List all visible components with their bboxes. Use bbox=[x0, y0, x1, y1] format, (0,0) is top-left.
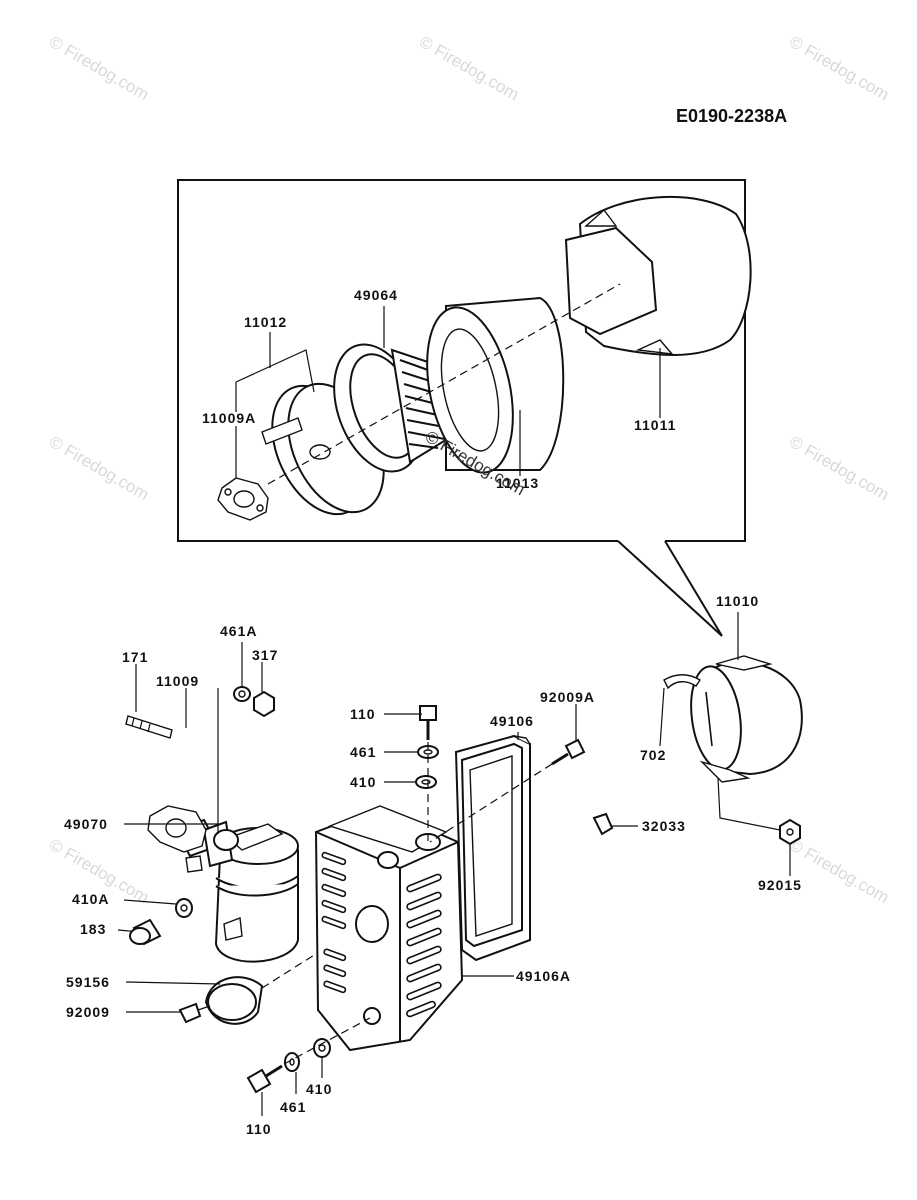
washer-461A bbox=[233, 686, 251, 702]
part-label-171: 171 bbox=[122, 649, 148, 665]
part-label-11012: 11012 bbox=[244, 314, 287, 330]
bolt-92009A bbox=[551, 738, 586, 766]
part-label-317: 317 bbox=[252, 647, 278, 663]
gasket-11009A bbox=[217, 477, 269, 521]
bolt-110-bottom bbox=[246, 1064, 283, 1094]
cover-vent-slots-right bbox=[406, 873, 442, 1018]
screw-92009 bbox=[178, 1002, 211, 1024]
watermark: © Firedog.com bbox=[786, 835, 892, 907]
part-label-110-top: 110 bbox=[350, 706, 376, 722]
part-label-702: 702 bbox=[640, 747, 666, 763]
air-cleaner-cover-11011 bbox=[564, 195, 752, 356]
part-label-110-bottom: 110 bbox=[246, 1121, 272, 1137]
part-label-461-top: 461 bbox=[350, 744, 376, 760]
part-label-92009A: 92009A bbox=[540, 689, 595, 705]
part-label-461A: 461A bbox=[220, 623, 257, 639]
part-label-49106A: 49106A bbox=[516, 968, 571, 984]
part-label-59156: 59156 bbox=[66, 974, 110, 990]
part-label-11009A: 11009A bbox=[202, 410, 256, 426]
washer-410-top bbox=[415, 775, 437, 789]
heat-shield-49106 bbox=[454, 734, 531, 962]
part-label-32033: 32033 bbox=[642, 818, 686, 834]
part-label-461-bottom: 461 bbox=[280, 1099, 306, 1115]
part-label-410A: 410A bbox=[72, 891, 109, 907]
part-label-49106: 49106 bbox=[490, 713, 534, 729]
gasket-11009 bbox=[147, 805, 207, 853]
part-label-49064: 49064 bbox=[354, 287, 398, 303]
part-label-92015: 92015 bbox=[758, 877, 802, 893]
clip-32033 bbox=[592, 812, 638, 836]
watermark: © Firedog.com bbox=[46, 432, 152, 504]
air-cleaner-assembly-11010 bbox=[663, 655, 803, 783]
leader-lines-exploded bbox=[235, 306, 661, 478]
leader-lines-top bbox=[384, 704, 577, 783]
leader-lines-bottom bbox=[261, 1058, 323, 1116]
element-49064 bbox=[333, 343, 464, 473]
diagram-code: E0190-2238A bbox=[676, 106, 787, 126]
washer-410A bbox=[175, 898, 193, 918]
watermark: © Firedog.com bbox=[786, 432, 892, 504]
bolt-110-top bbox=[419, 705, 437, 740]
plug-183 bbox=[129, 918, 162, 946]
exploded-view-box bbox=[177, 179, 746, 637]
washer-410-bottom bbox=[313, 1038, 331, 1058]
part-label-11010: 11010 bbox=[716, 593, 759, 609]
part-label-410-top: 410 bbox=[350, 774, 376, 790]
cover-vent-slots-left bbox=[321, 851, 347, 994]
nut-317 bbox=[253, 690, 275, 718]
watermark: © Firedog.com bbox=[786, 32, 892, 104]
nut-92015 bbox=[779, 818, 801, 846]
part-label-49070: 49070 bbox=[64, 816, 108, 832]
muffler-cover-49106A bbox=[314, 805, 464, 1052]
part-label-183: 183 bbox=[80, 921, 106, 937]
assembly-axis bbox=[429, 763, 553, 843]
stud-171 bbox=[125, 715, 173, 739]
leader-lines-11010 bbox=[659, 612, 791, 876]
assembly-axis bbox=[267, 283, 621, 485]
spark-arrester-59156 bbox=[204, 976, 264, 1025]
watermark: © Firedog.com bbox=[416, 32, 522, 104]
foam-precleaner-11013 bbox=[426, 296, 565, 474]
part-label-11009: 11009 bbox=[156, 673, 199, 689]
watermark: © Firedog.com bbox=[46, 32, 152, 104]
part-label-410-bottom: 410 bbox=[306, 1081, 332, 1097]
assembly-axis bbox=[283, 1017, 371, 1065]
part-label-92009: 92009 bbox=[66, 1004, 110, 1020]
part-label-11013: 11013 bbox=[496, 475, 539, 491]
leader-59156 bbox=[125, 981, 221, 985]
muffler-49070 bbox=[174, 818, 299, 963]
part-label-11011: 11011 bbox=[634, 417, 676, 433]
